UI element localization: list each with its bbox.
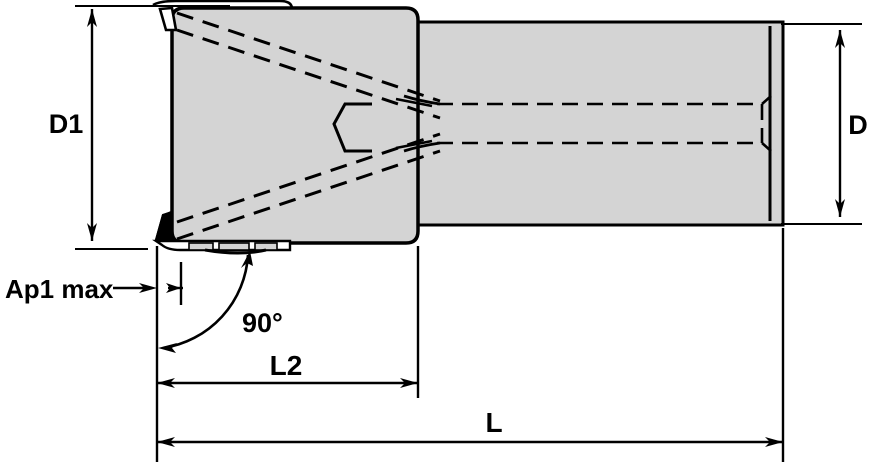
dim-angle-arc [162,254,250,350]
internal-bore-dashed-lines [437,102,762,145]
dim-label-d: D [848,110,868,140]
dim-angle-arrow-top [241,251,253,268]
coolant-funnel-lower-short [395,139,433,150]
dim-d1-arrow-top [87,9,97,27]
dimension-d1: D1 [49,9,97,241]
dim-d1-arrow-bottom [87,223,97,241]
dim-angle-arrow-bottom [158,343,177,353]
dim-l2-arrow-left [157,378,175,388]
dim-d-arrow-top [835,30,845,48]
cutter-body-group [170,6,420,245]
dimension-l2: L2 [157,350,418,388]
dim-ap1-leader-arrow [139,283,157,293]
flute-upper-2 [176,28,441,120]
flute-lines-upper [176,11,441,120]
insert-bottom-segment-2 [218,242,250,251]
dimension-ap1-max: Ap1 max [5,274,183,304]
rear-bore-lower-taper [761,142,772,152]
dim-label-l: L [485,407,502,438]
dim-d-arrow-bottom [835,199,845,217]
dimension-d: D [835,30,868,217]
dimension-l: L [157,407,783,447]
dim-ap1-small-arrow [166,283,181,293]
dim-l-arrow-right [765,437,783,447]
insert-bottom-segment-3 [254,242,278,251]
coolant-funnel-upper [403,94,441,106]
shank-body [416,20,785,227]
insert-pocket-bottom [152,210,292,255]
dim-label-d1: D1 [49,109,84,139]
insert-top-seat [158,6,178,32]
rear-bore-upper-taper [761,95,772,105]
dimension-angle-90: 90° [158,251,283,353]
insert-bottom-edge-curve [154,210,173,242]
flute-lines-lower [176,132,441,241]
flute-lower-2 [176,132,441,224]
dim-l2-arrow-right [400,378,418,388]
cutter-body [170,6,420,245]
dim-label-ap1-max: Ap1 max [5,274,114,304]
dim-label-l2: L2 [270,350,303,381]
insert-pocket-top [152,0,294,32]
extension-lines [75,5,862,462]
flute-upper-1 [176,11,441,103]
shank-rear-bore-detail [760,95,772,152]
insert-bottom-underline [204,248,267,255]
shank-group [416,20,785,227]
center-vee-notch [332,102,372,153]
coolant-funnel-upper-short [395,97,433,108]
coolant-funnel-lower [403,141,441,153]
insert-pocket-top-outline [152,0,294,10]
dim-label-angle-90: 90° [242,308,283,338]
flute-lower-1 [176,149,441,241]
coolant-funnel-detail [395,94,441,153]
insert-bottom-segment-1 [188,242,214,251]
vee-notch-outline [332,102,372,153]
dim-l-arrow-left [157,437,175,447]
